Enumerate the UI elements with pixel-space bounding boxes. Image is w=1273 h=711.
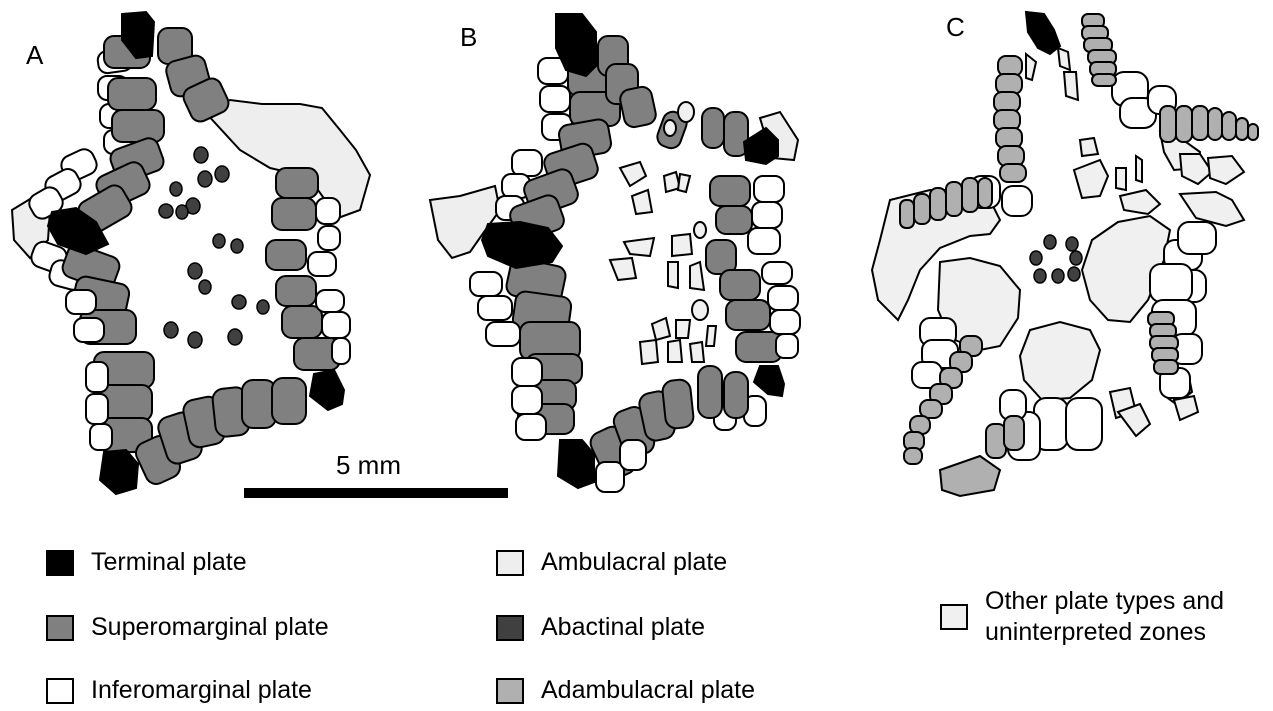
adambulacral-row-c5 [1148,312,1178,374]
legend-item-inferomarginal: Inferomarginal plate [46,675,312,706]
superomarginal-swatch [46,615,74,641]
legend-label: Superomarginal plate [91,612,329,643]
scale-bar [244,488,508,498]
legend-item-adambulacral: Adambulacral plate [496,675,755,706]
superomarginal-row-a1 [75,36,166,236]
legend-label: Terminal plate [91,547,247,578]
scale-bar-label: 5 mm [336,450,401,481]
panel-label-c: C [946,12,965,43]
legend-item-terminal: Terminal plate [46,547,247,578]
legend-item-ambulacral: Ambulacral plate [496,547,727,578]
adambulacral-swatch [496,678,524,704]
superomarginal-row-a5 [132,378,306,488]
legend-label: uninterpreted zones [985,617,1224,648]
adambulacral-row-c2 [994,56,1026,182]
panel-label-a: A [26,40,43,71]
legend-label: Abactinal plate [541,612,705,643]
abactinal-swatch [496,615,524,641]
ambulacral-swatch [496,550,524,576]
legend-item-superomarginal: Superomarginal plate [46,612,329,643]
legend-label-group: Other plate types and uninterpreted zone… [985,586,1224,648]
inferomarginal-swatch [46,678,74,704]
panel-label-b: B [460,22,477,53]
legend-item-other: Other plate types and uninterpreted zone… [940,586,1224,648]
other-swatch [940,604,968,630]
terminal-swatch [46,550,74,576]
terminal-plates-c [1026,12,1060,54]
specimen-a [12,12,370,494]
legend-label: Inferomarginal plate [91,675,312,706]
specimen-c [872,12,1258,496]
legend-label: Ambulacral plate [541,547,727,578]
superomarginal-row-a2 [158,28,232,125]
specimen-b [430,14,800,492]
inferomarginal-row-a4 [86,362,112,450]
abactinal-plates-c [1030,235,1082,283]
legend-label: Adambulacral plate [541,675,755,706]
legend-label: Other plate types and [985,586,1224,617]
legend-item-abactinal: Abactinal plate [496,612,705,643]
abactinal-plates-a [159,147,269,348]
adambulacral-row-c3 [1160,106,1258,142]
adambulacral-row-c1 [1082,14,1116,86]
